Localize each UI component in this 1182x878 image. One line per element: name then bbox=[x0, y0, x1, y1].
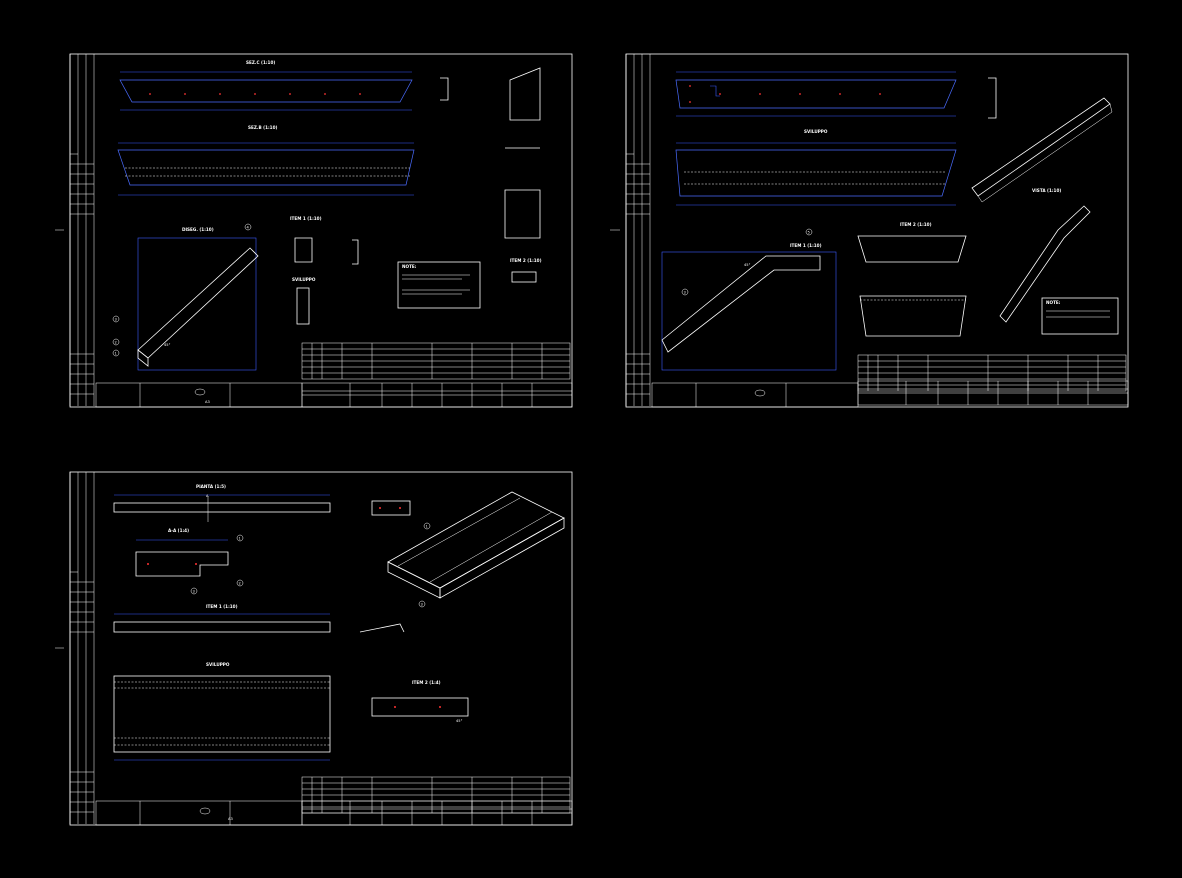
balloon-1-2: 2 bbox=[115, 341, 117, 345]
sheet-1-bom-table bbox=[301, 342, 571, 380]
sheet-1-item-1: ITEM 1 (1:10) bbox=[290, 216, 322, 221]
sheet-3-title-top: PIANTA (1:5) bbox=[196, 484, 226, 489]
sheet-1-item-2: ITEM 2 (1:10) bbox=[510, 258, 542, 263]
sheet-2-notes-title: NOTE: bbox=[1046, 300, 1061, 305]
sheet-2-item-2: ITEM 2 (1:10) bbox=[900, 222, 932, 227]
sheet-2: SVILUPPO VISTA (1:10) ITEM 1 (1:10) 5 3 … bbox=[610, 53, 1129, 408]
sheet-1-title-top: SEZ.C (1:10) bbox=[246, 60, 275, 65]
section-marker-a: A bbox=[206, 494, 209, 498]
sheet-2-title-mid: SVILUPPO bbox=[804, 129, 828, 134]
balloon-3-2: 2 bbox=[239, 582, 241, 586]
balloon-3-5: 3 bbox=[421, 603, 423, 607]
sheet-2-view-title: VISTA (1:10) bbox=[1032, 188, 1061, 193]
sheet-1-notes-title: NOTE: bbox=[402, 264, 417, 269]
sheet-2-bom-table bbox=[857, 354, 1127, 392]
format-label-3: A3 bbox=[228, 817, 233, 821]
sheet-3-section-title: A-A (1:4) bbox=[168, 528, 189, 533]
balloon-1-4: 4 bbox=[247, 226, 250, 230]
sheet-3-svil: SVILUPPO bbox=[206, 662, 230, 667]
balloon-3-4: 1 bbox=[426, 525, 428, 529]
sheet-3-item-2: ITEM 2 (1:4) bbox=[412, 680, 441, 685]
balloon-1-1: 1 bbox=[115, 352, 117, 356]
sheet-3-border bbox=[69, 471, 573, 826]
angle-1: 45° bbox=[164, 343, 171, 347]
balloon-3-1: 1 bbox=[239, 537, 241, 541]
sheet-1-item-svil: SVILUPPO bbox=[292, 277, 316, 282]
sheet-3: A3 PIANTA (1:5) A A-A (1:4) 1 2 3 ITEM 1… bbox=[55, 471, 573, 826]
format-label-1: A3 bbox=[205, 400, 210, 404]
balloon-2-5: 5 bbox=[808, 231, 810, 235]
sheet-2-title-block bbox=[857, 380, 1129, 406]
sheet-1-border bbox=[69, 53, 573, 408]
sheet-3-bom-table bbox=[301, 776, 571, 814]
sheet-1-title-block bbox=[301, 382, 573, 408]
sheet-2-item-1: ITEM 1 (1:10) bbox=[790, 243, 822, 248]
sheet-3-item-1: ITEM 1 (1:10) bbox=[206, 604, 238, 609]
balloon-2-3: 3 bbox=[684, 291, 686, 295]
balloon-3-3: 3 bbox=[193, 590, 195, 594]
sheet-1-detail-title: DISEG. (1:10) bbox=[182, 227, 214, 232]
sheet-2-border bbox=[625, 53, 1129, 408]
sheet-1-title-mid: SEZ.B (1:10) bbox=[248, 125, 277, 130]
balloon-1-3: 3 bbox=[115, 318, 117, 322]
sheet-1: A3 SEZ.C (1:10) SEZ.B (1:10) DISEG. (1:1… bbox=[55, 53, 573, 408]
angle-2: 45° bbox=[744, 263, 751, 267]
angle-3: 45° bbox=[456, 719, 463, 723]
